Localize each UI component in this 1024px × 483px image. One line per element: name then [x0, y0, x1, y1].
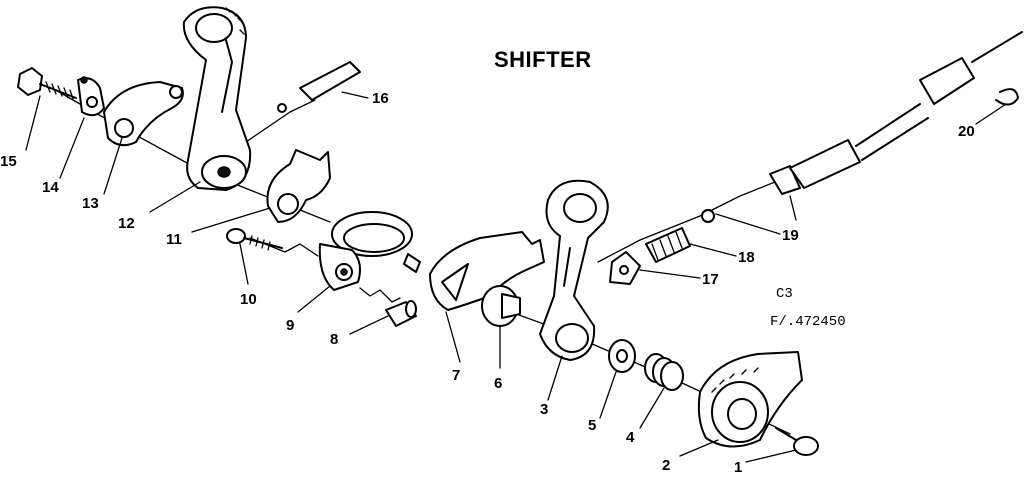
- callout-18: 18: [738, 249, 755, 266]
- part-4-spring: [644, 353, 684, 391]
- axis-line-screw-10: [249, 237, 319, 257]
- part-20-clip: [995, 88, 1019, 106]
- callout-13: 13: [82, 195, 99, 212]
- callout-16: 16: [372, 90, 389, 107]
- part-1-screw: [775, 427, 819, 456]
- cable-right: [597, 175, 791, 263]
- part-16-cable-end: [277, 61, 361, 113]
- part-11-cam: [266, 149, 331, 223]
- callout-12: 12: [118, 215, 135, 232]
- callout-2: 2: [662, 457, 670, 474]
- axis-line-nut-8: [359, 287, 401, 303]
- callout-7: 7: [452, 367, 460, 384]
- part-2-knob: [697, 351, 803, 448]
- part-5-washer: [608, 339, 636, 373]
- part-3-lever: [539, 179, 609, 361]
- part-10-screw: [226, 228, 283, 251]
- code-line-2: F/.472450: [770, 314, 846, 330]
- code-line-1: C3: [776, 286, 793, 302]
- part-9-clamp: [318, 211, 421, 291]
- callout-8: 8: [330, 331, 338, 348]
- cable-left: [239, 99, 316, 147]
- callout-3: 3: [540, 401, 548, 418]
- leader-lines: [25, 91, 1007, 463]
- part-17-bracket: [609, 251, 641, 285]
- callout-15: 15: [0, 153, 17, 170]
- callout-17: 17: [702, 271, 719, 288]
- part-15-bolt: [17, 67, 77, 100]
- callout-19: 19: [782, 227, 799, 244]
- callout-20: 20: [958, 123, 975, 140]
- part-8-nut: [385, 300, 417, 327]
- part-18-coil: [645, 227, 691, 263]
- part-19-housing: [701, 31, 1023, 223]
- diagram-title: SHIFTER: [494, 47, 592, 72]
- part-12-lever: [182, 6, 252, 191]
- part-6-bushing: [481, 285, 521, 327]
- callout-14: 14: [42, 179, 59, 196]
- part-13-plate: [103, 81, 184, 147]
- callout-11: 11: [166, 231, 182, 248]
- callout-9: 9: [286, 317, 294, 334]
- callout-6: 6: [494, 375, 502, 392]
- callout-4: 4: [626, 429, 635, 446]
- callout-10: 10: [240, 291, 257, 308]
- part-14-clip: [77, 76, 105, 117]
- callout-1: 1: [734, 459, 742, 476]
- callout-5: 5: [588, 417, 596, 434]
